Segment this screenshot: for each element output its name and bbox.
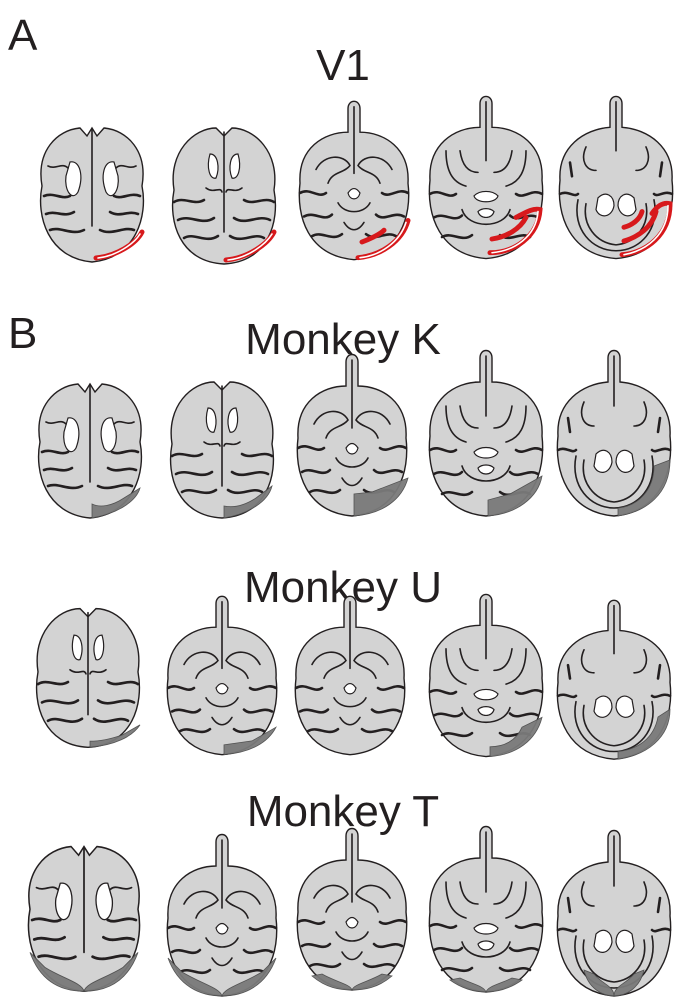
brain-section [39,384,142,518]
brain-section [167,835,276,997]
brain-section [429,594,542,756]
row-monkey-k-sections [39,351,671,519]
brain-section [41,128,144,262]
brain-section [295,596,404,754]
row-monkey-u-sections [37,594,671,759]
brain-section [429,351,542,517]
brain-section [299,101,408,259]
row-v1-sections [41,96,673,264]
brain-section [429,827,542,993]
brain-section [167,596,276,754]
brain-section [171,382,274,518]
brain-section [297,355,408,517]
brain-section [173,128,276,264]
brain-section [28,847,139,992]
brain-section [37,609,140,748]
brain-section [557,831,670,997]
brain-section [297,829,406,991]
brain-section [559,96,672,258]
brain-section [557,600,670,759]
brain-section [429,96,542,258]
row-monkey-t-sections [28,827,670,997]
brain-section [557,351,670,517]
